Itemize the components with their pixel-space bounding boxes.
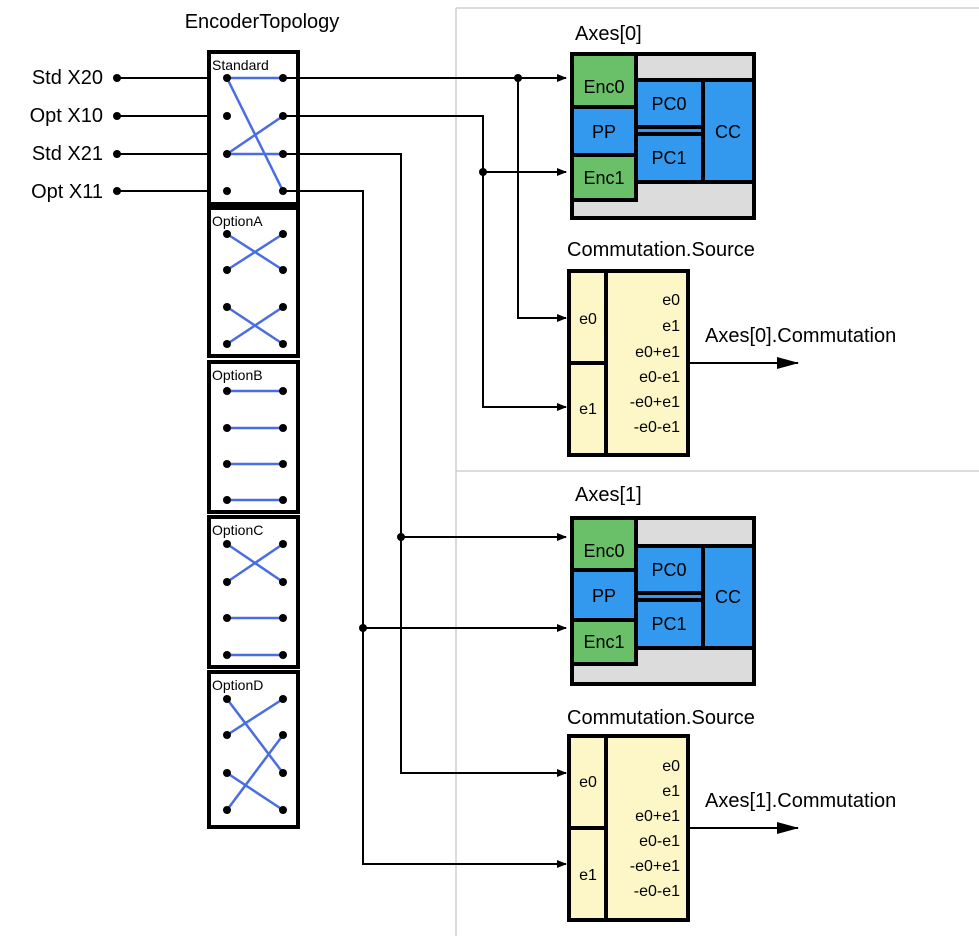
encoder-topology-title: EncoderTopology (185, 11, 340, 33)
option-d-label: OptionD (212, 677, 263, 693)
option-a-label: OptionA (212, 213, 263, 229)
option-c-label: OptionC (212, 522, 263, 538)
axes0-source-e0-minus-e1: e0-e1 (639, 369, 680, 386)
axes1-pp-label: PP (592, 586, 616, 606)
axes0-title: Axes[0] (575, 23, 642, 45)
axes1-cc-label: CC (715, 587, 741, 607)
axes1-source-e0-plus-e1: e0+e1 (635, 808, 680, 825)
axes1-title: Axes[1] (575, 484, 642, 506)
axes1-block[interactable]: Enc0 PP Enc1 PC0 PC1 CC (570, 516, 756, 686)
axes0-source-e1: e1 (662, 318, 680, 335)
axes0-source-neg-e0-minus-e1: -e0-e1 (634, 419, 680, 436)
axes1-commutation-input-e1: e1 (579, 867, 597, 884)
axes0-commutation-title: Commutation.Source (567, 239, 755, 261)
option-c[interactable]: OptionC (207, 515, 300, 669)
axes0-cc-label: CC (715, 122, 741, 142)
encoder-inputs: Std X20 Opt X10 Std X21 Opt X11 (30, 67, 227, 203)
axes1-source-e0: e0 (662, 758, 680, 775)
axes1-commutation-input-e0: e0 (579, 774, 597, 791)
axes0-enc1-label: Enc1 (583, 168, 624, 188)
option-b-label: OptionB (212, 367, 263, 383)
axes0-enc0-label: Enc0 (583, 77, 624, 97)
axes1-commutation-block[interactable]: e0 e1 e0 e1 e0+e1 e0-e1 -e0+e1 -e0-e1 (567, 734, 690, 922)
axes1-pc0-label: PC0 (651, 560, 686, 580)
axes0-block[interactable]: Enc0 PP Enc1 PC0 PC1 CC (570, 52, 756, 220)
output-wires (283, 74, 567, 868)
option-d[interactable]: OptionD (207, 670, 300, 829)
axes0-commutation-output-label: Axes[0].Commutation (705, 325, 896, 347)
axis-panel-borders (455, 7, 979, 936)
input-label-std-x21: Std X21 (32, 143, 103, 165)
axes1-source-e1: e1 (662, 783, 680, 800)
axes0-pp-label: PP (592, 122, 616, 142)
axes1-pc1-label: PC1 (651, 614, 686, 634)
option-a[interactable]: OptionA (207, 206, 300, 358)
input-label-opt-x11: Opt X11 (31, 181, 103, 203)
axes1-commutation-title: Commutation.Source (567, 707, 755, 729)
input-label-std-x20: Std X20 (32, 67, 103, 89)
axes0-pc0-label: PC0 (651, 94, 686, 114)
axes1-enc0-label: Enc0 (583, 541, 624, 561)
option-b[interactable]: OptionB (207, 360, 300, 514)
axes0-commutation-block[interactable]: e0 e1 e0 e1 e0+e1 e0-e1 -e0+e1 -e0-e1 (567, 269, 690, 457)
option-standard-label: Standard (212, 57, 269, 73)
axes0-pc1-label: PC1 (651, 148, 686, 168)
axes0-commutation-input-e1: e1 (579, 401, 597, 418)
axes1-enc1-label: Enc1 (583, 632, 624, 652)
axes0-source-e0: e0 (662, 292, 680, 309)
axes1-source-e0-minus-e1: e0-e1 (639, 833, 680, 850)
axes1-source-neg-e0-plus-e1: -e0+e1 (630, 858, 680, 875)
axes0-commutation-input-e0: e0 (579, 311, 597, 328)
axes0-source-neg-e0-plus-e1: -e0+e1 (630, 394, 680, 411)
axes1-commutation-output-label: Axes[1].Commutation (705, 790, 896, 812)
input-label-opt-x10: Opt X10 (30, 105, 103, 127)
axes1-source-neg-e0-minus-e1: -e0-e1 (634, 883, 680, 900)
axes0-source-e0-plus-e1: e0+e1 (635, 344, 680, 361)
